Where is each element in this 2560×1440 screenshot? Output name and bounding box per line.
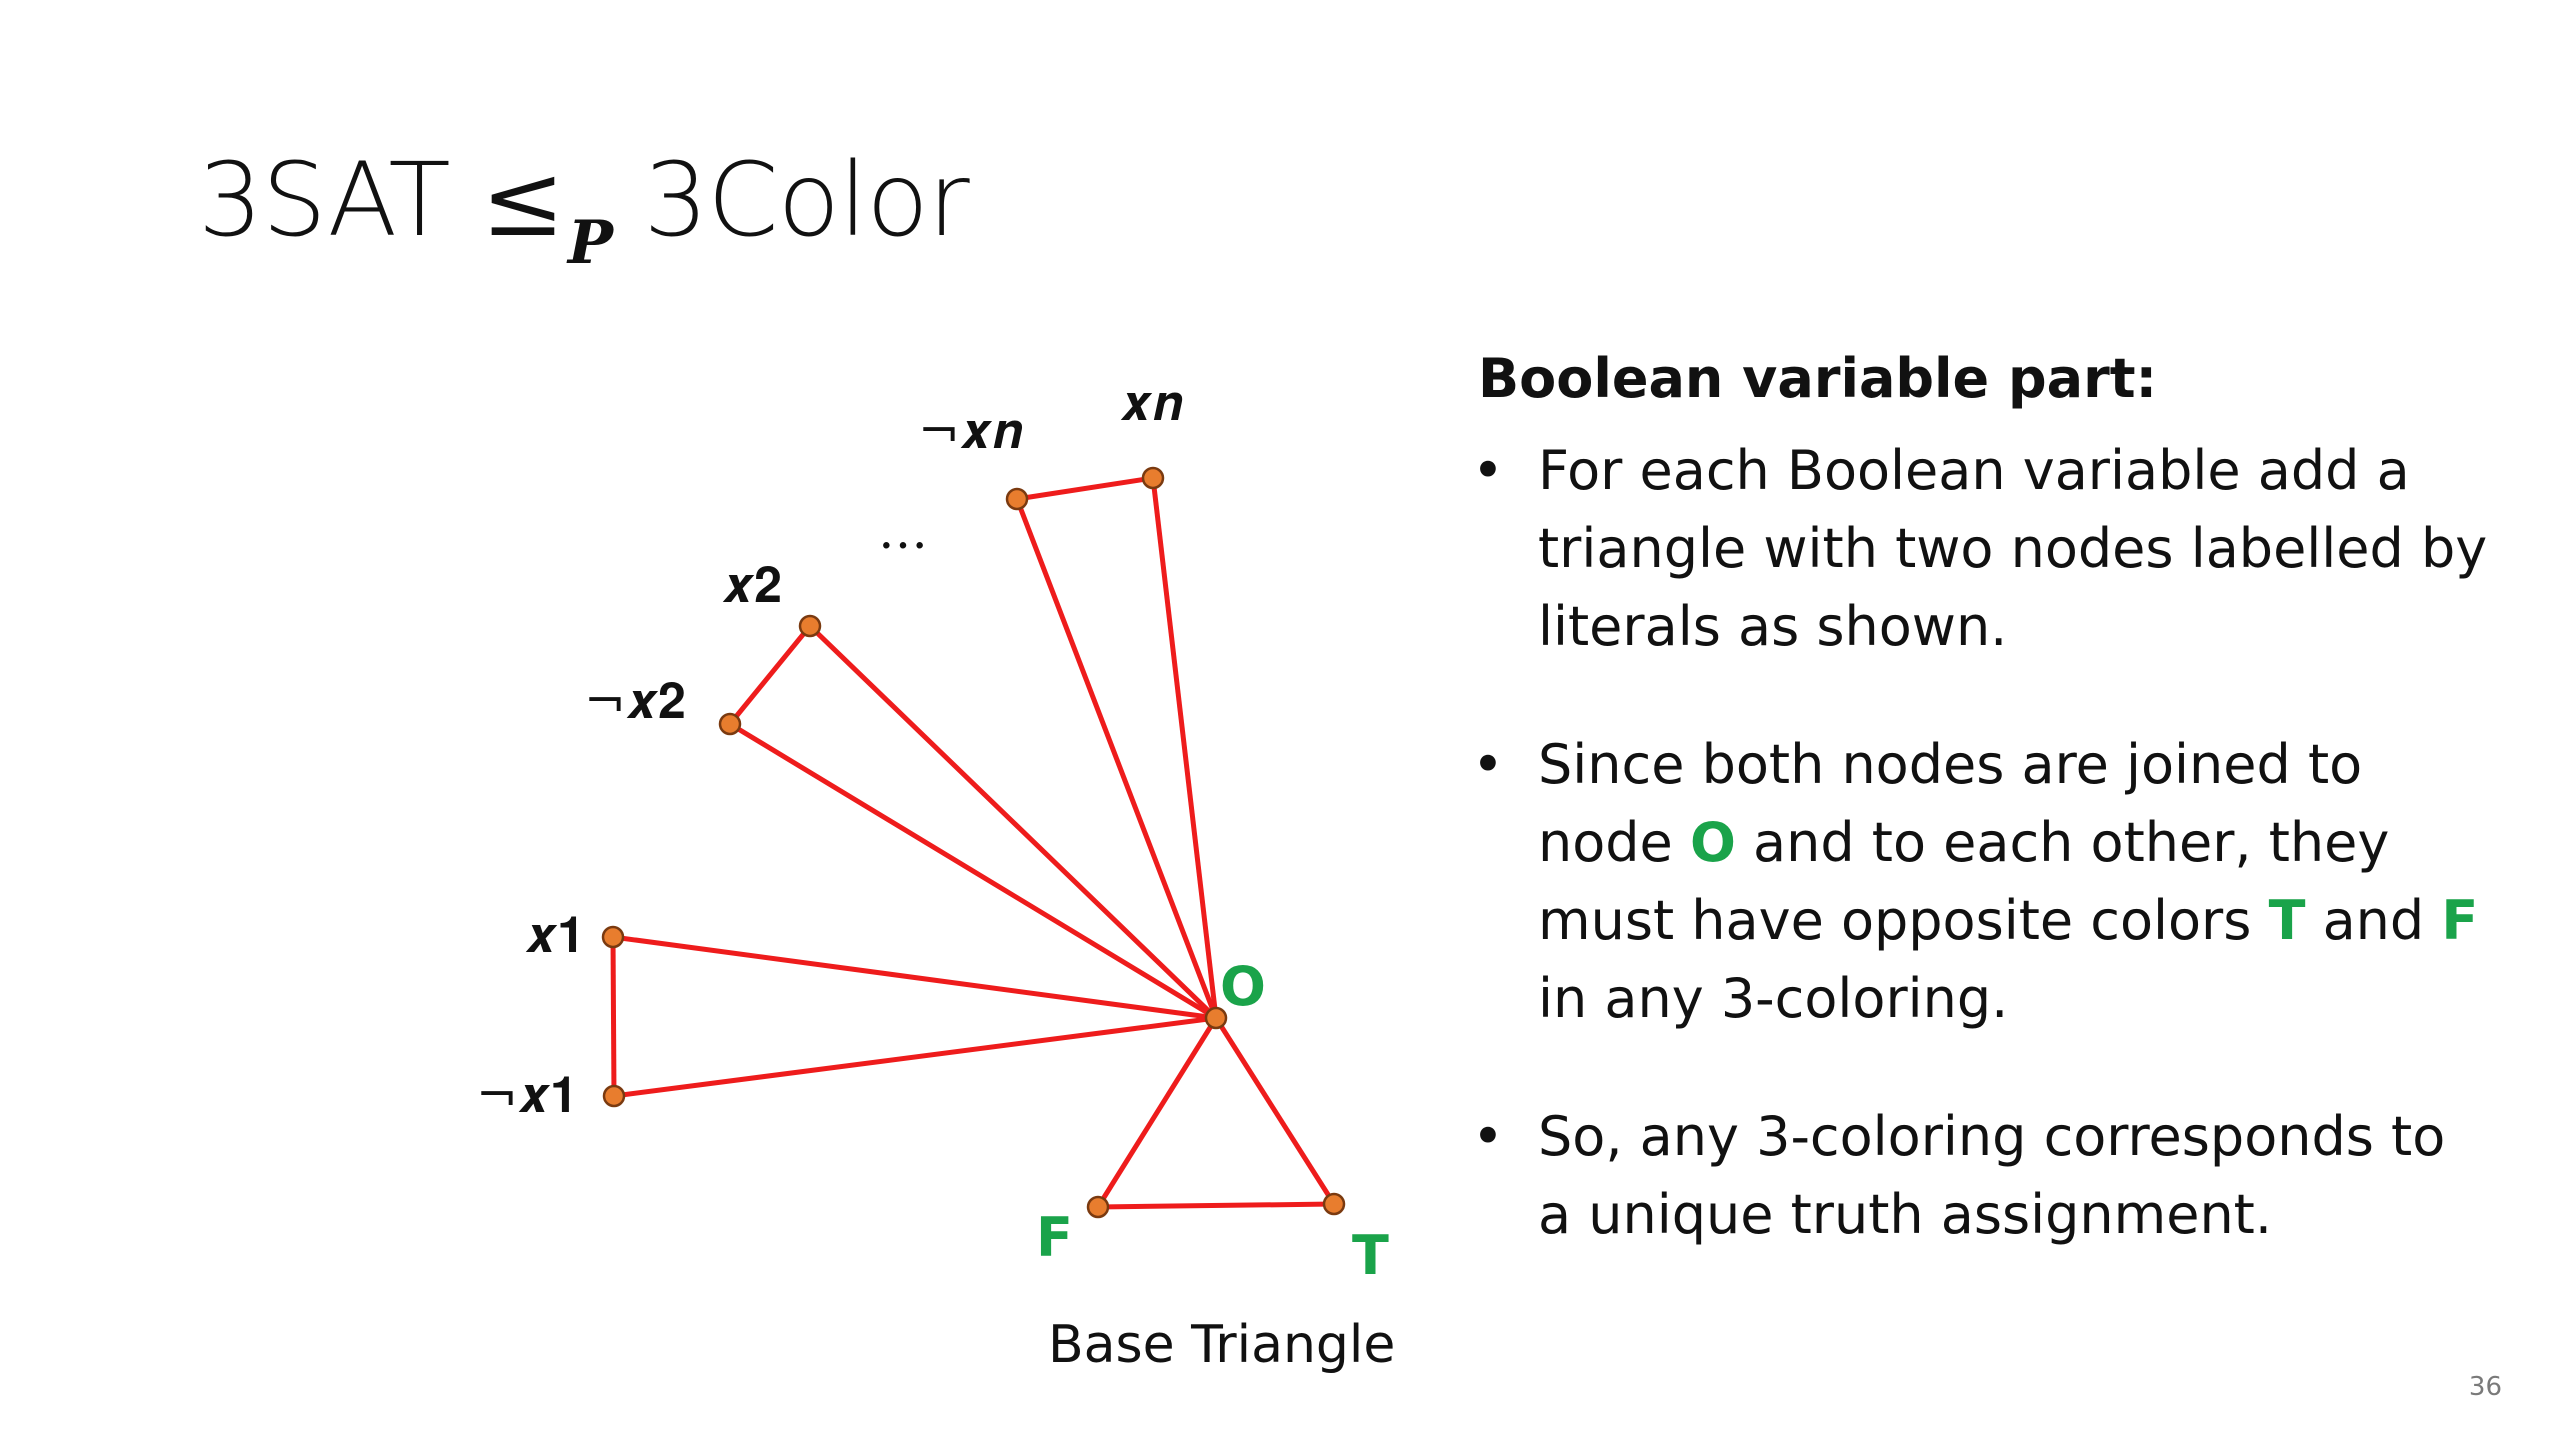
node-x1 bbox=[601, 925, 625, 949]
bullet-text-segment: in any 3-coloring. bbox=[1538, 967, 2009, 1030]
edges bbox=[610, 475, 1337, 1210]
title-left: 3SAT bbox=[198, 141, 482, 260]
base-triangle-caption: Base Triangle bbox=[1048, 1315, 1395, 1375]
edge-o-f bbox=[1095, 1016, 1219, 1209]
bullet-icon: • bbox=[1472, 1105, 1504, 1168]
node-x2 bbox=[798, 614, 822, 638]
label-t: T bbox=[1352, 1224, 1389, 1287]
node-f bbox=[1086, 1195, 1110, 1219]
edge-o-t bbox=[1213, 1016, 1337, 1206]
edge-x2-not-x2 bbox=[728, 624, 812, 726]
node-not-xn bbox=[1005, 487, 1029, 511]
edge-not-xn-xn bbox=[1016, 475, 1154, 502]
page-number: 36 bbox=[2468, 1372, 2502, 1402]
node-t bbox=[1322, 1192, 1346, 1216]
bullet-text-segment: and bbox=[2305, 889, 2442, 952]
node-o bbox=[1204, 1006, 1228, 1030]
bullet-item: • For each Boolean variable add a triang… bbox=[1470, 432, 2490, 666]
label-o: O bbox=[1220, 955, 1266, 1018]
edge-x2-o bbox=[808, 624, 1218, 1020]
color-labels: O F T bbox=[1036, 955, 1389, 1287]
bullet-text: So, any 3-coloring corresponds to a uniq… bbox=[1538, 1105, 2446, 1246]
edge-xn-o bbox=[1150, 477, 1219, 1019]
slide-title: 3SAT ≤P 3Color bbox=[198, 150, 970, 274]
label-f: F bbox=[1036, 1206, 1073, 1269]
highlight-t: T bbox=[2268, 889, 2306, 952]
node-not-x2 bbox=[718, 712, 742, 736]
variable-gadget-diagram: ¬𝒙𝒏 𝒙𝒏 … 𝒙𝟐 ¬𝒙𝟐 𝒙𝟏 ¬𝒙𝟏 O F T Base Triang… bbox=[476, 374, 1395, 1375]
edge-x1-not-x1 bbox=[610, 936, 617, 1097]
edge-not-x2-o bbox=[728, 721, 1218, 1021]
highlight-o: O bbox=[1689, 811, 1736, 874]
text-panel: Boolean variable part: • For each Boolea… bbox=[1470, 340, 2490, 1314]
node-xn bbox=[1141, 466, 1165, 490]
label-ellipsis: … bbox=[878, 502, 928, 560]
label-not-xn: ¬𝒙𝒏 bbox=[918, 402, 1023, 460]
title-subscript: P bbox=[567, 208, 613, 278]
label-not-x2: ¬𝒙𝟐 bbox=[584, 672, 686, 730]
bullet-text-segment: Since both nodes are joined to node bbox=[1538, 733, 2363, 874]
bullet-item: • Since both nodes are joined to node O … bbox=[1470, 726, 2490, 1038]
edge-f-t bbox=[1097, 1201, 1335, 1210]
highlight-f: F bbox=[2441, 889, 2479, 952]
edge-not-x1-o bbox=[613, 1015, 1217, 1099]
title-right: 3Color bbox=[612, 141, 969, 260]
panel-heading: Boolean variable part: bbox=[1478, 347, 2158, 410]
nodes bbox=[601, 466, 1346, 1219]
bullet-item: • So, any 3-coloring corresponds to a un… bbox=[1470, 1098, 2490, 1254]
bullet-text-segment: and to each other, they must have opposi… bbox=[1538, 811, 2390, 952]
bullet-icon: • bbox=[1472, 733, 1504, 796]
bullet-text: For each Boolean variable add a triangle… bbox=[1538, 439, 2488, 658]
literal-labels: ¬𝒙𝒏 𝒙𝒏 … 𝒙𝟐 ¬𝒙𝟐 𝒙𝟏 ¬𝒙𝟏 bbox=[476, 374, 1183, 1124]
edge-not-xn-o bbox=[1014, 498, 1219, 1019]
edge-x1-o bbox=[612, 934, 1217, 1021]
title-relation: ≤ bbox=[481, 142, 565, 259]
bullet-list: • For each Boolean variable add a triang… bbox=[1470, 432, 2490, 1254]
node-not-x1 bbox=[602, 1084, 626, 1108]
label-xn: 𝒙𝒏 bbox=[1120, 374, 1183, 432]
label-x1: 𝒙𝟏 bbox=[525, 906, 585, 964]
label-not-x1: ¬𝒙𝟏 bbox=[476, 1066, 578, 1124]
bullet-icon: • bbox=[1472, 439, 1504, 502]
label-x2: 𝒙𝟐 bbox=[722, 556, 782, 614]
